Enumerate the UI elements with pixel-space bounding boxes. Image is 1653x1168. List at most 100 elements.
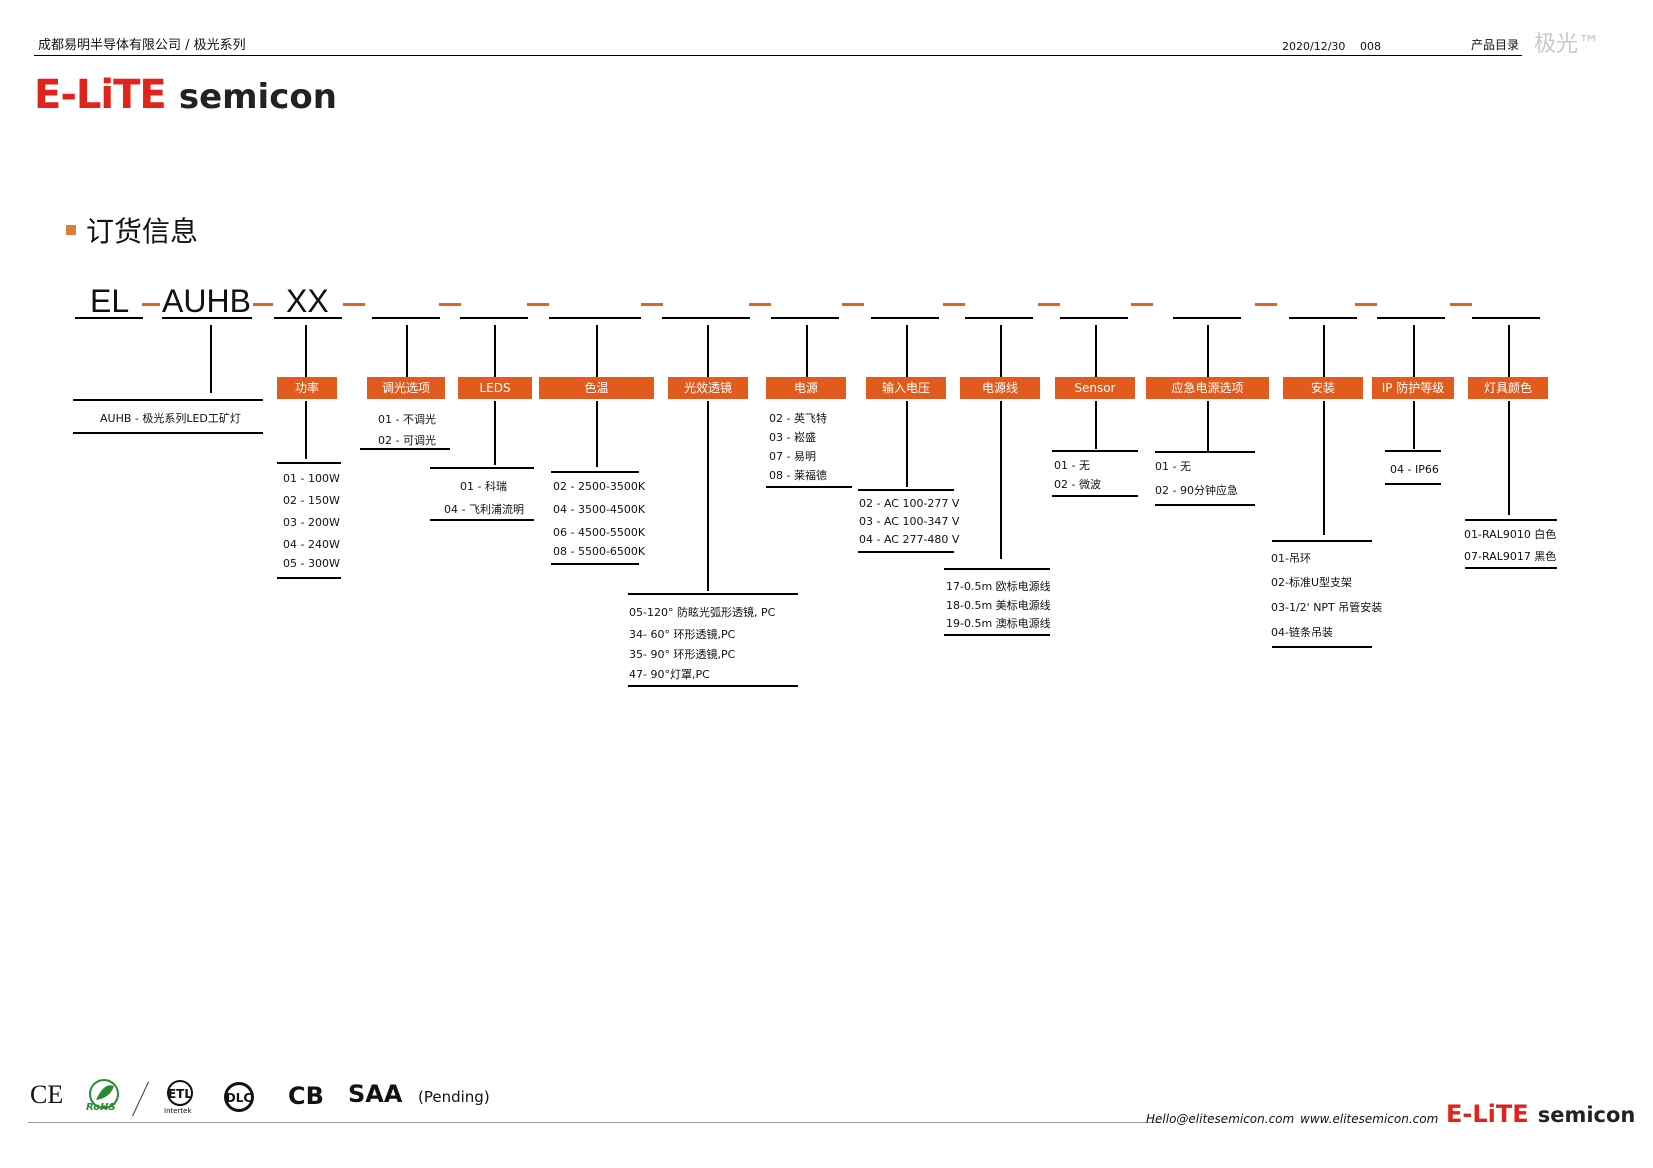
option-sensor-2: 02 - 微波 [1054,478,1101,491]
separator-dash [641,303,663,306]
option-cct-3: 06 - 4500-5500K [553,526,646,539]
connector [1000,325,1002,377]
footer-logo: E-LiTE semicon [1446,1100,1635,1128]
option-power-1: 01 - 100W [283,472,340,485]
option-power-4: 04 - 240W [283,538,340,551]
separator-dash [1450,303,1472,306]
etl-icon: ETL [167,1080,193,1106]
dlc-icon: DLC [224,1082,254,1112]
field-tag-mounting: 安装 [1283,377,1363,399]
option-mounting-4: 04-链条吊装 [1271,626,1333,639]
intertek-label: Intertek [164,1107,192,1115]
title-bullet [66,225,76,235]
code-xx: XX [286,283,329,319]
field-tag-cable: 电源线 [960,377,1040,399]
field-tag-sensor: Sensor [1055,377,1135,399]
option-mounting-1: 01-吊环 [1271,552,1311,565]
option-cable-2: 18-0.5m 美标电源线 [946,599,1051,612]
options-bottom-rule [766,486,852,488]
option-color-2: 07-RAL9017 黑色 [1464,550,1557,563]
underline-xx [274,317,342,319]
separator-dash [253,303,273,306]
field-tag-voltage: 输入电压 [866,377,946,399]
underline-field-2 [372,317,440,319]
model-connector [210,325,212,393]
underline-field-8 [965,317,1033,319]
option-cct-4: 08 - 5500-6500K [553,545,646,558]
connector [1508,325,1510,377]
rohs-label: RoHS [86,1102,116,1113]
options-bottom-rule [1272,646,1372,648]
underline-field-3 [460,317,528,319]
option-voltage-1: 02 - AC 100-277 V [859,497,960,510]
underline-field-11 [1289,317,1357,319]
option-optics-4: 47- 90°灯罩,PC [629,668,710,681]
option-ip-1: 04 - IP66 [1390,463,1439,476]
contact-email: Hello@elitesemicon.com [1146,1112,1295,1126]
option-color-1: 01-RAL9010 白色 [1464,528,1557,541]
pending-note: (Pending) [418,1088,490,1106]
option-mounting-2: 02-标准U型支架 [1271,576,1353,589]
etl-logo: ETL Intertek [162,1079,198,1117]
options-top-rule [1272,540,1372,542]
connector [1323,401,1325,535]
connector [596,401,598,467]
options-bottom-rule [628,685,798,687]
option-power-3: 03 - 200W [283,516,340,529]
code-auhb: AUHB [162,283,251,319]
header-rule [34,55,1522,56]
underline-field-12 [1377,317,1445,319]
option-leds-2: 04 - 飞利浦流明 [444,503,524,516]
separator-dash [1355,303,1377,306]
separator-dash [1131,303,1153,306]
separator-dash [439,303,461,306]
footer-rule [28,1122,1158,1123]
rohs-leaf-icon [89,1079,119,1109]
etl-text: ETL [168,1087,192,1101]
connector [1413,401,1415,449]
connector [906,401,908,487]
underline-field-9 [1060,317,1128,319]
separator-dash [842,303,864,306]
connector [305,401,307,459]
header-date: 2020/12/30 [1282,40,1346,53]
field-tag-color: 灯具颜色 [1468,377,1548,399]
option-cable-3: 19-0.5m 澳标电源线 [946,617,1051,630]
saa-mark: SAA [348,1080,403,1108]
option-optics-2: 34- 60° 环形透镜,PC [629,628,736,641]
option-emergency-2: 02 - 90分钟应急 [1155,484,1238,497]
field-tag-ip: IP 防护等级 [1372,377,1454,399]
connector [406,325,408,377]
option-driver-3: 07 - 易明 [769,450,816,463]
cert-divider [132,1081,149,1117]
underline-field-10 [1173,317,1241,319]
options-bottom-rule [360,448,450,450]
underline-field-6 [771,317,839,319]
connector [707,325,709,377]
separator-dash [749,303,771,306]
rohs-logo: RoHS [84,1078,124,1114]
connector [1508,401,1510,515]
footer-logo-red: E-LiTE [1446,1100,1529,1128]
underline-field-5 [662,317,750,319]
underline-el [75,317,143,319]
option-voltage-3: 04 - AC 277-480 V [859,533,960,546]
option-power-2: 02 - 150W [283,494,340,507]
options-bottom-rule [277,577,341,579]
option-cct-2: 04 - 3500-4500K [553,503,646,516]
field-tag-power: 功率 [277,377,337,399]
connector [1095,325,1097,377]
options-top-rule [628,593,798,595]
underline-auhb [162,317,252,319]
option-driver-4: 08 - 莱福德 [769,469,827,482]
options-bottom-rule [944,634,1050,636]
website-link[interactable]: www.elitesemicon.com [1300,1112,1439,1126]
connector [1413,325,1415,377]
underline-field-13 [1472,317,1540,319]
options-bottom-rule [858,551,954,553]
connector [596,325,598,377]
dlc-logo: DLC [222,1080,256,1114]
separator-dash [343,303,365,306]
connector [1095,401,1097,449]
company-series: 成都易明半导体有限公司 / 极光系列 [38,38,246,53]
